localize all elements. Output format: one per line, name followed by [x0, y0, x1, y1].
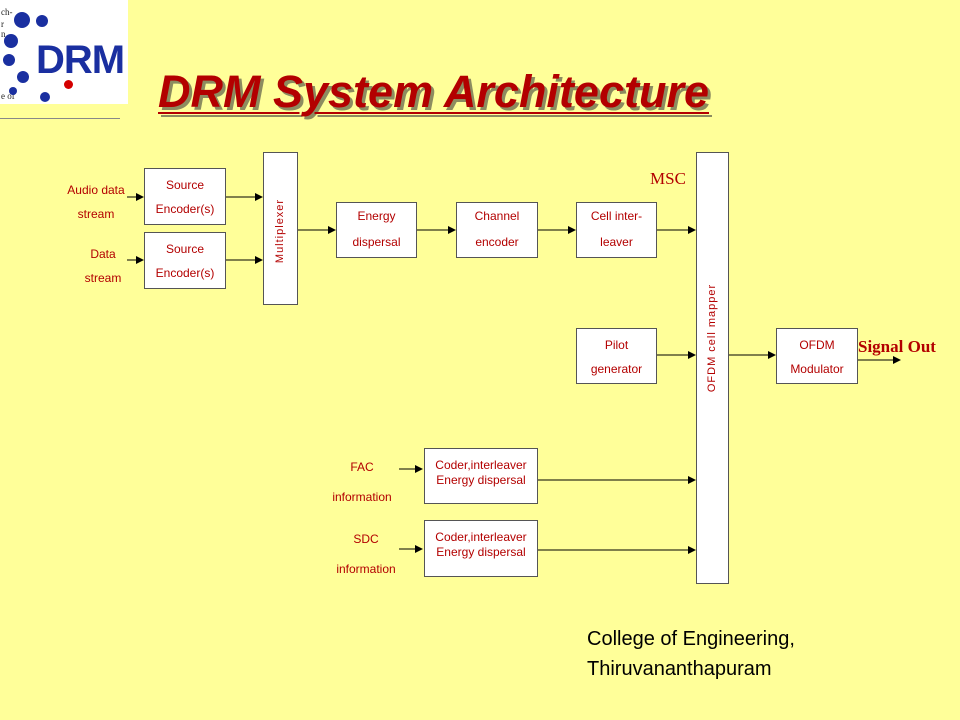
source-encoder-2-line2: Encoder(s) — [155, 266, 215, 280]
source-encoder-1-block: Source Encoder(s) — [144, 168, 226, 225]
fac-information-label: FAC information — [322, 452, 402, 512]
ofdm-modulator-block: OFDM Modulator — [776, 328, 858, 384]
audio-label-line2: stream — [77, 207, 115, 221]
ofdm-cell-mapper-block — [696, 152, 729, 584]
sdc-label-line1: SDC — [353, 532, 379, 546]
source-encoder-2-line1: Source — [165, 242, 205, 256]
data-label-line2: stream — [84, 271, 122, 285]
sdc-coder-line1: Coder,interleaver — [435, 530, 527, 544]
energy-dispersal-line2: dispersal — [352, 235, 401, 249]
fac-label-line1: FAC — [350, 460, 374, 474]
logo-word: DRM — [36, 38, 125, 82]
sdc-label-line2: information — [336, 562, 396, 576]
logo-fragment-1: ch- — [1, 7, 13, 17]
institution-line1: College of Engineering, — [587, 628, 795, 650]
title-rule — [0, 118, 120, 119]
multiplexer-label: Multiplexer — [274, 198, 286, 264]
fac-coder-block: Coder,interleaver Energy dispersal — [424, 448, 538, 504]
cell-interleaver-line1: Cell inter- — [590, 209, 643, 223]
signal-out-label: Signal Out — [858, 337, 936, 356]
cell-interleaver-line2: leaver — [600, 235, 633, 249]
page-title: DRM System Architecture — [158, 66, 709, 117]
cell-interleaver-block: Cell inter- leaver — [576, 202, 657, 258]
logo-dot — [36, 15, 48, 27]
logo-red-dot — [64, 80, 73, 89]
fac-coder-line2: Energy dispersal — [436, 473, 526, 487]
audio-label-line1: Audio data — [67, 183, 125, 197]
energy-dispersal-block: Energy dispersal — [336, 202, 417, 258]
logo-fragment-3: n — [1, 29, 6, 39]
logo-fragment-2: r — [1, 19, 4, 29]
logo-dot — [9, 87, 17, 95]
pilot-generator-line2: generator — [590, 362, 643, 376]
fac-coder-line1: Coder,interleaver — [435, 458, 527, 472]
energy-dispersal-line1: Energy — [357, 209, 396, 223]
sdc-coder-block: Coder,interleaver Energy dispersal — [424, 520, 538, 577]
channel-encoder-line1: Channel — [474, 209, 520, 223]
source-encoder-2-block: Source Encoder(s) — [144, 232, 226, 289]
logo-dot — [3, 54, 15, 66]
logo-dot — [4, 34, 18, 48]
logo-fragment-4: e of — [1, 91, 15, 101]
institution-line2: Thiruvananthapuram — [587, 658, 772, 680]
sdc-coder-line2: Energy dispersal — [436, 545, 526, 559]
logo-dot — [40, 92, 50, 102]
ofdm-modulator-line1: OFDM — [799, 338, 835, 352]
logo-dot — [14, 12, 30, 28]
sdc-information-label: SDC information — [326, 524, 406, 584]
drm-logo: ch- r n e of DRM — [0, 0, 128, 104]
source-encoder-1-line1: Source — [165, 178, 205, 192]
ofdm-cell-mapper-label: OFDM cell mapper — [706, 283, 718, 393]
channel-encoder-line2: encoder — [475, 235, 519, 249]
fac-label-line2: information — [332, 490, 392, 504]
source-encoder-1-line2: Encoder(s) — [155, 202, 215, 216]
institution-footer: College of Engineering, Thiruvananthapur… — [587, 624, 795, 684]
ofdm-modulator-line2: Modulator — [790, 362, 844, 376]
pilot-generator-line1: Pilot — [604, 338, 629, 352]
multiplexer-block — [263, 152, 298, 305]
pilot-generator-block: Pilot generator — [576, 328, 657, 384]
logo-dot — [17, 71, 29, 83]
data-label-line1: Data — [90, 247, 116, 261]
data-stream-label: Data stream — [63, 242, 143, 290]
audio-data-stream-label: Audio data stream — [56, 178, 136, 226]
channel-encoder-block: Channel encoder — [456, 202, 538, 258]
msc-label: MSC — [650, 169, 686, 188]
